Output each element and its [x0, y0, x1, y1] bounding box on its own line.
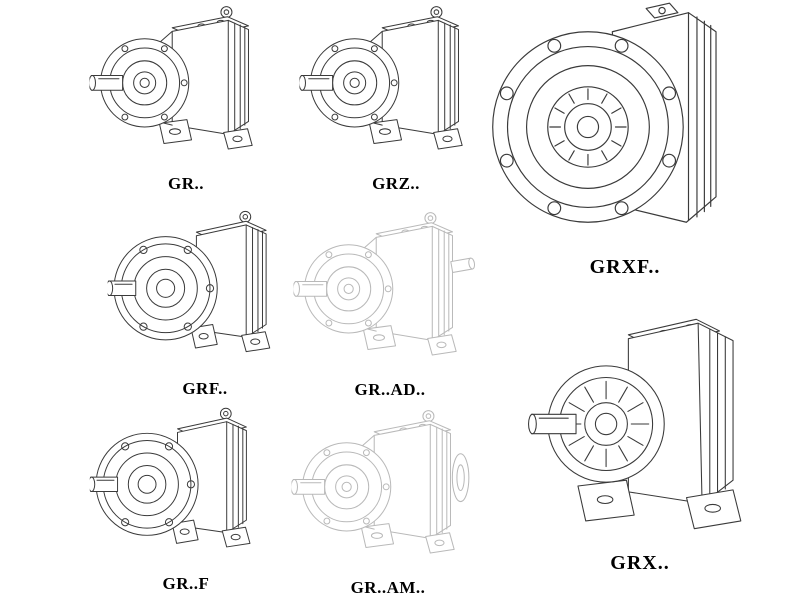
gearbox-foot-mounted-drawing — [298, 2, 494, 172]
gearbox-foot-flange-drawing — [88, 402, 284, 572]
figure-label-gram: GR..AM.. — [350, 578, 426, 597]
gearbox-motor-adapter-drawing — [290, 406, 470, 576]
gearbox-large-foot-mounted-drawing — [528, 318, 742, 530]
figure-grad: GR..AD.. — [292, 208, 488, 400]
gearbox-input-shaft-adapter-drawing — [292, 208, 476, 378]
figure-label-grad: GR..AD.. — [354, 380, 426, 399]
figure-label-grf: GRF.. — [182, 379, 228, 398]
figure-label-gr: GR.. — [168, 174, 204, 193]
figure-grz: GRZ.. — [298, 2, 494, 194]
figure-label-grx: GRX.. — [610, 552, 670, 574]
figure-gr: GR.. — [88, 2, 284, 194]
figure-grxf: GRXF.. — [485, 0, 765, 279]
figure-grf: GRF.. — [105, 205, 305, 399]
figure-label-grxf: GRXF.. — [589, 256, 661, 278]
figure-grx: GRX.. — [495, 298, 785, 575]
gearbox-flange-mounted-drawing — [492, 2, 717, 223]
figure-grf-foot: GR..F — [88, 402, 284, 594]
gearbox-foot-mounted-drawing — [88, 2, 284, 172]
figure-gram: GR..AM.. — [290, 406, 486, 598]
figure-label-grf-foot: GR..F — [162, 574, 210, 593]
gearbox-foot-flange-drawing — [105, 205, 305, 377]
figure-label-grz: GRZ.. — [372, 174, 420, 193]
